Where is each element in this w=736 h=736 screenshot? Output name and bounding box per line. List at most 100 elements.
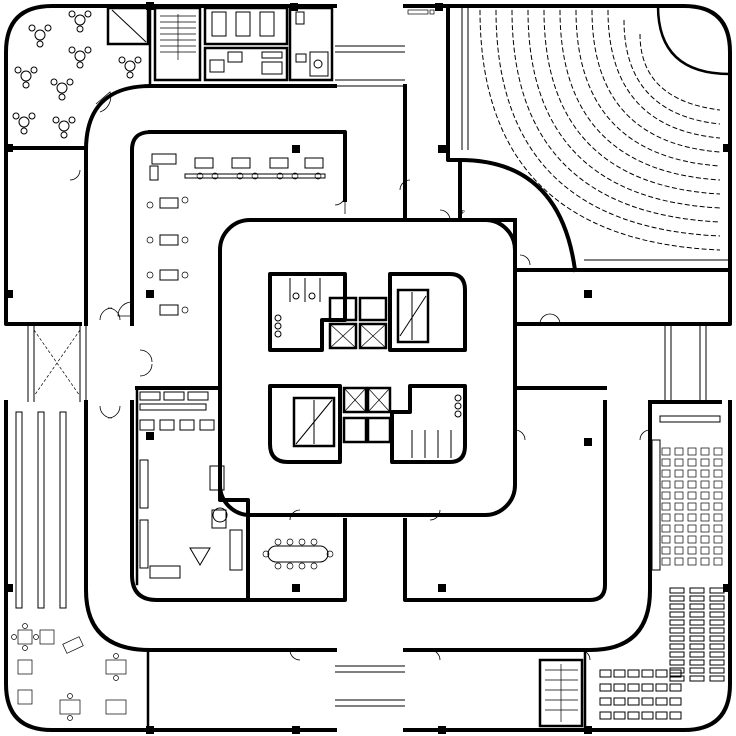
lab-desk	[669, 643, 685, 650]
classroom-seat	[687, 546, 697, 555]
classroom-seats	[661, 447, 723, 566]
classroom-seat	[713, 535, 723, 544]
lab-desk	[655, 669, 668, 678]
lab-desk	[669, 697, 682, 706]
lab-desk	[689, 651, 705, 658]
stair-up-label: UP	[458, 210, 465, 216]
classroom-seat	[661, 513, 671, 522]
classroom-seat	[661, 557, 671, 566]
lab-desk	[709, 675, 725, 682]
open-office	[117, 153, 346, 317]
classroom-seat	[661, 535, 671, 544]
classroom-seat	[687, 557, 697, 566]
classroom-seat	[700, 535, 710, 544]
classroom-seat	[700, 513, 710, 522]
lab-desk	[599, 711, 612, 720]
wall-top-left-block	[4, 4, 337, 326]
wall-top-right-block	[403, 4, 732, 326]
lab-desk	[655, 711, 668, 720]
corridor-inner-wall	[130, 129, 607, 602]
classroom-seat	[700, 480, 710, 489]
bridges	[27, 45, 707, 707]
classroom-seat	[661, 546, 671, 555]
lab-desk	[627, 697, 640, 706]
lab-desk	[709, 595, 725, 602]
classroom	[513, 386, 723, 571]
lab-desk	[709, 667, 725, 674]
classroom-seat	[661, 469, 671, 478]
classroom-seat	[674, 513, 684, 522]
classroom-seat	[700, 502, 710, 511]
lab-desk	[669, 627, 685, 634]
classroom-seat	[713, 524, 723, 533]
classroom-seat	[674, 447, 684, 456]
lab-desk	[689, 635, 705, 642]
lab-desk	[641, 683, 654, 692]
lab-desk	[709, 651, 725, 658]
corridor-outer-wall	[84, 83, 667, 652]
classroom-seat	[674, 546, 684, 555]
classroom-seat	[687, 502, 697, 511]
classroom-seat	[674, 491, 684, 500]
lounge-cafe	[135, 386, 250, 602]
classroom-seat	[661, 524, 671, 533]
lab-desk	[669, 619, 685, 626]
lab-desk	[655, 683, 668, 692]
classroom-seat	[713, 469, 723, 478]
wall-bottom-left-block	[4, 400, 337, 732]
wall-bottom-right-block	[403, 400, 732, 732]
lab-desk	[669, 635, 685, 642]
classroom-seat	[700, 491, 710, 500]
classroom-seat	[713, 546, 723, 555]
lab-desk	[689, 587, 705, 594]
classroom-seat	[713, 502, 723, 511]
lab-desk	[709, 643, 725, 650]
lab-desk	[669, 603, 685, 610]
lab-desk	[689, 603, 705, 610]
meeting-room	[246, 513, 347, 570]
lab-desk	[689, 659, 705, 666]
lab-desk	[689, 619, 705, 626]
lab-desk	[641, 697, 654, 706]
core-boundary	[218, 218, 517, 517]
lab-desk	[709, 619, 725, 626]
classroom-seat	[687, 513, 697, 522]
lab-desk	[689, 611, 705, 618]
classroom-seat	[674, 535, 684, 544]
lab-desks	[599, 587, 725, 720]
classroom-seat	[713, 480, 723, 489]
computer-lab	[538, 587, 725, 732]
lab-desk	[709, 587, 725, 594]
lab-desk	[627, 669, 640, 678]
lab-desk	[613, 711, 626, 720]
lab-desk	[599, 697, 612, 706]
lab-desk	[655, 697, 668, 706]
classroom-seat	[687, 491, 697, 500]
lab-desk	[689, 675, 705, 682]
classroom-seat	[687, 447, 697, 456]
lab-desk	[599, 669, 612, 678]
lounge-top-left	[4, 4, 152, 150]
lab-desk	[669, 669, 682, 678]
classroom-seat	[661, 480, 671, 489]
classroom-seat	[661, 458, 671, 467]
classroom-seat	[713, 557, 723, 566]
lab-desk	[689, 643, 705, 650]
outer-shell	[4, 4, 732, 732]
lab-desk	[599, 683, 612, 692]
lab-desk	[613, 697, 626, 706]
lab-desk	[627, 711, 640, 720]
classroom-seat	[700, 458, 710, 467]
columns	[5, 2, 731, 734]
classroom-seat	[661, 447, 671, 456]
classroom-seat	[713, 491, 723, 500]
service-rooms-top	[153, 6, 334, 82]
lab-desk	[669, 651, 685, 658]
lab-desk	[669, 659, 685, 666]
lab-desk	[669, 675, 685, 682]
classroom-seat	[700, 557, 710, 566]
classroom-seat	[687, 535, 697, 544]
classroom-seat	[700, 524, 710, 533]
classroom-seat	[674, 480, 684, 489]
